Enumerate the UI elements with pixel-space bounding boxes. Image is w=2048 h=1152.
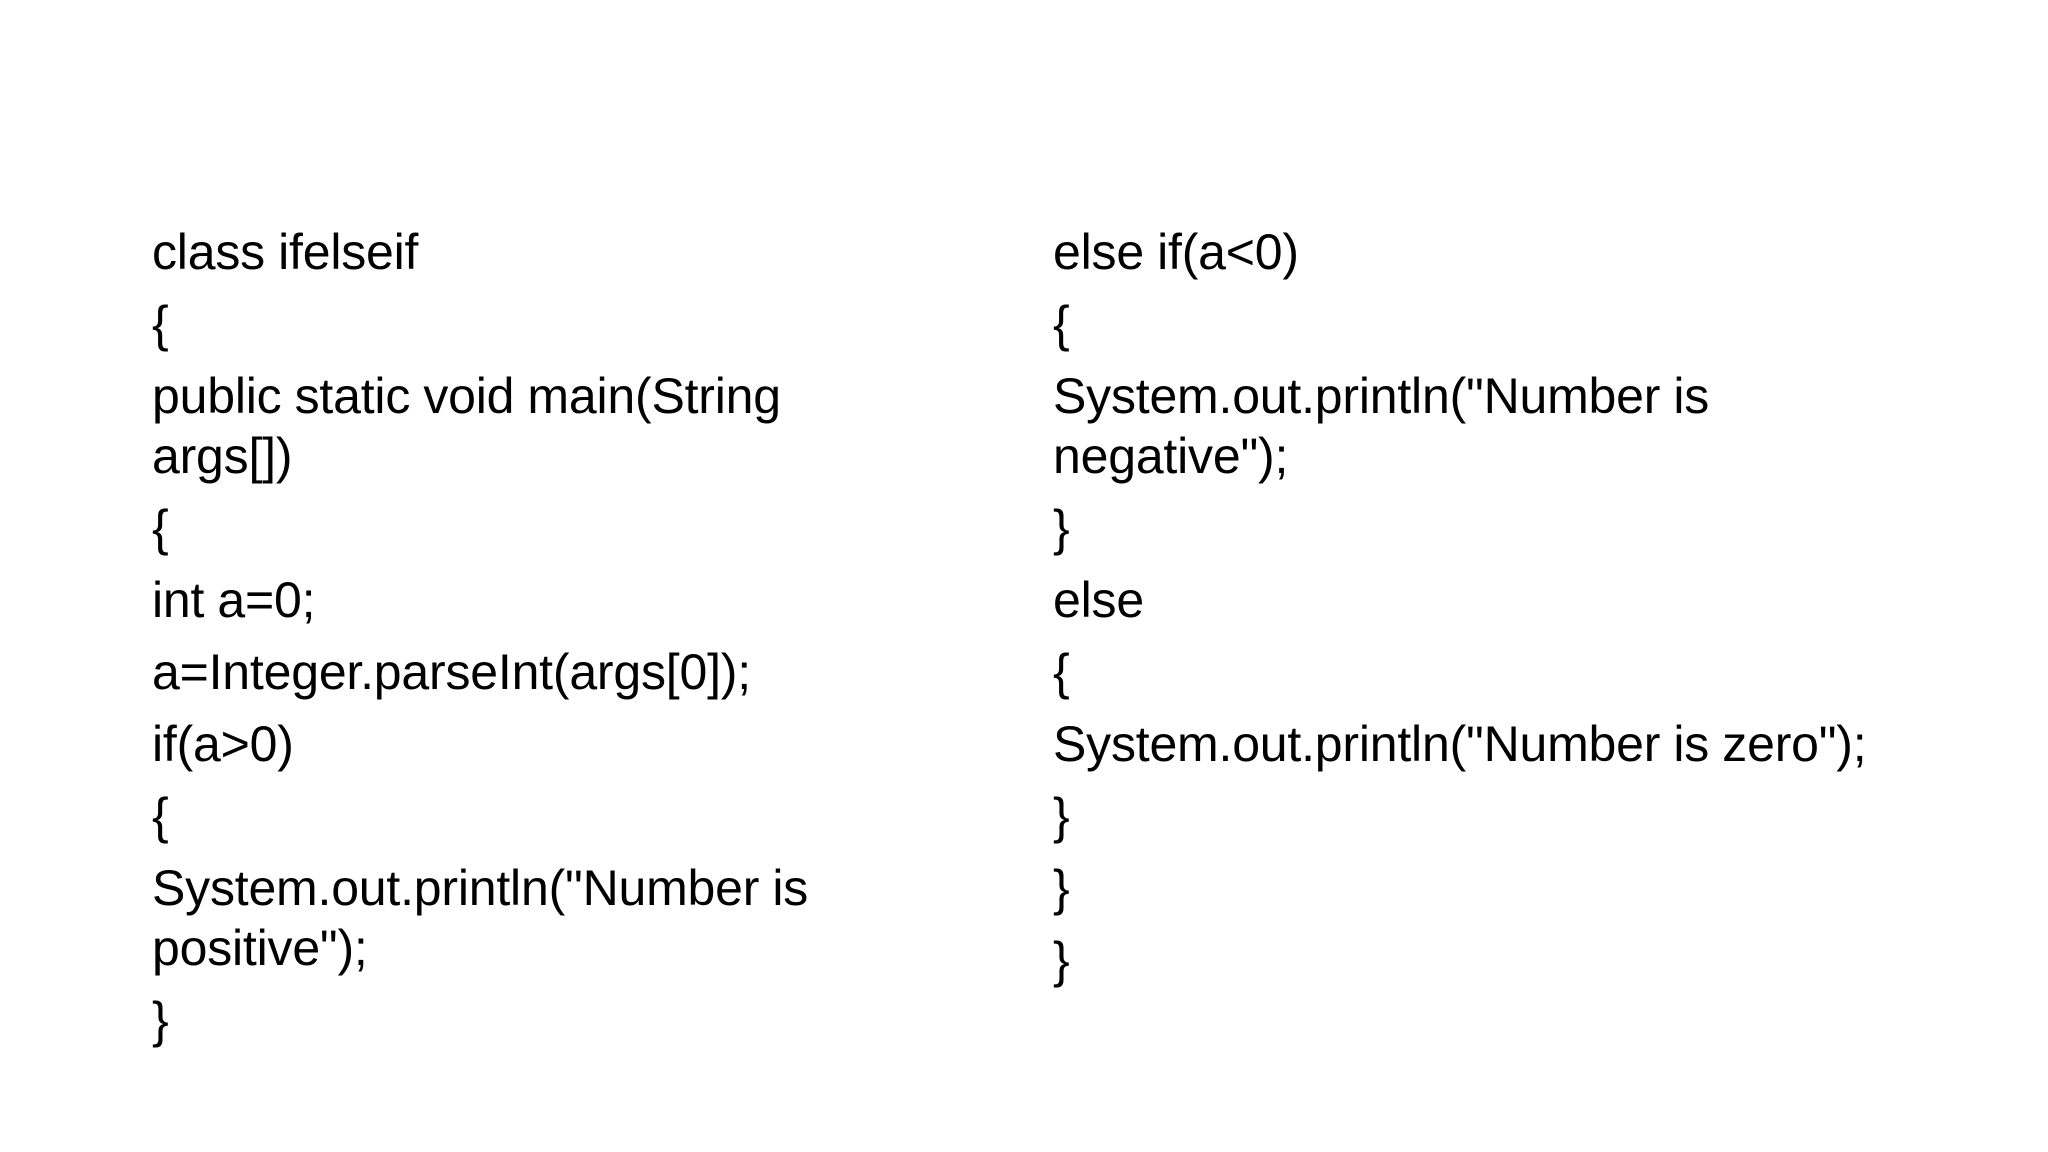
code-line: else if(a<0): [1053, 224, 1299, 280]
code-line: System.out.println("Number is zero");: [1053, 716, 1867, 772]
code-line: }: [1053, 860, 1070, 916]
code-line: }: [1053, 932, 1070, 988]
code-line: public static void main(String args[]): [152, 368, 781, 484]
code-column-left: class ifelseif { public static void main…: [152, 222, 852, 1050]
code-line: a=Integer.parseInt(args[0]);: [152, 644, 751, 700]
code-column-right: else if(a<0) { System.out.println("Numbe…: [1053, 222, 1913, 990]
code-line: {: [1053, 296, 1070, 352]
code-line: int a=0;: [152, 572, 316, 628]
code-line: }: [152, 992, 169, 1048]
code-line: System.out.println("Number is positive")…: [152, 860, 809, 976]
code-line: {: [152, 788, 169, 844]
code-line: {: [152, 500, 169, 556]
code-line: {: [1053, 644, 1070, 700]
code-line: class ifelseif: [152, 224, 419, 280]
code-line: System.out.println("Number is negative")…: [1053, 368, 1710, 484]
code-line: else: [1053, 572, 1144, 628]
code-line: }: [1053, 500, 1070, 556]
code-line: if(a>0): [152, 716, 294, 772]
code-line: {: [152, 296, 169, 352]
code-line: }: [1053, 788, 1070, 844]
